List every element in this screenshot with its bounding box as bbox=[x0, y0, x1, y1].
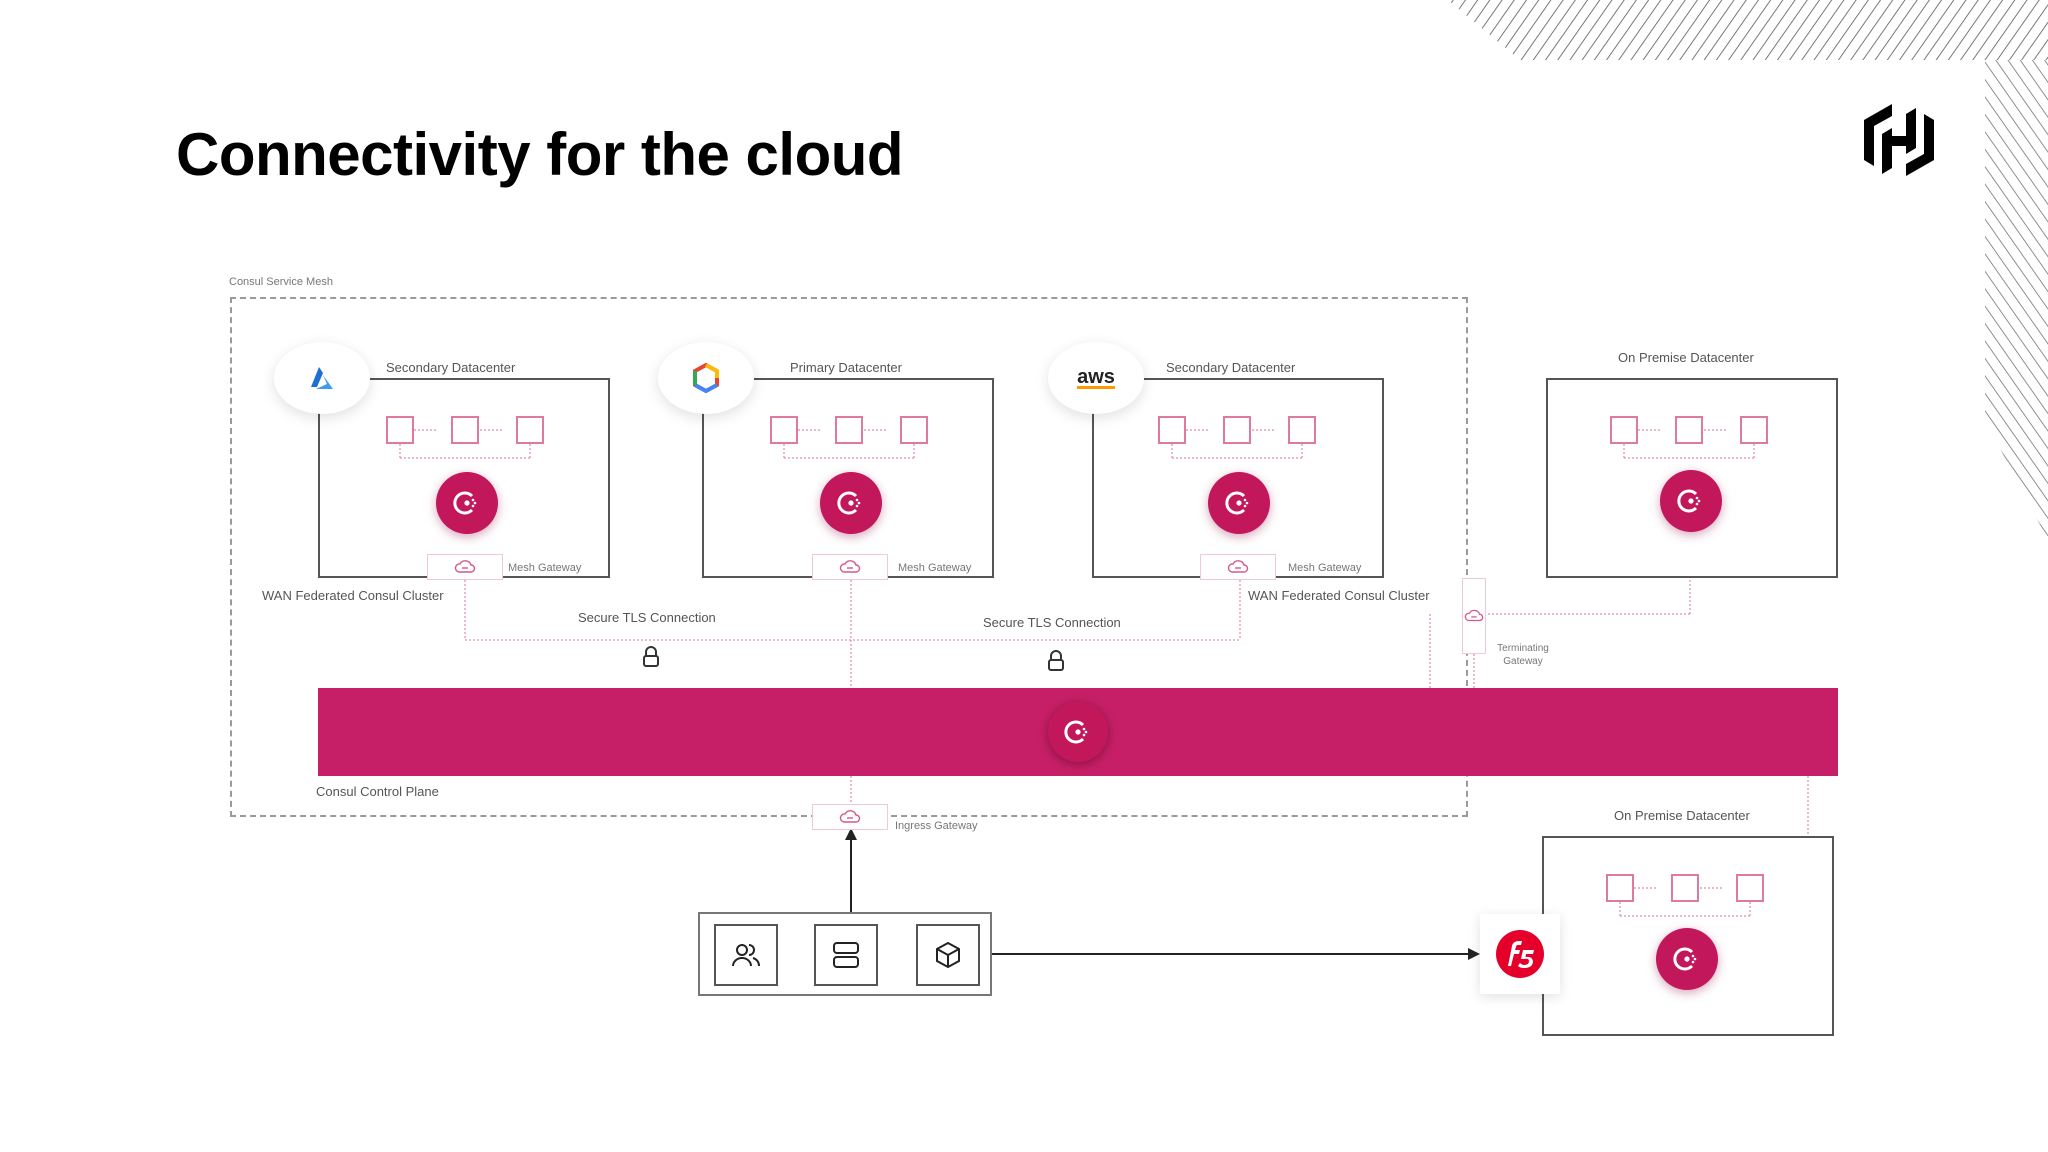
gateway-label: Mesh Gateway bbox=[508, 562, 582, 574]
control-plane-label: Consul Control Plane bbox=[316, 784, 439, 799]
datacenter-label: On Premise Datacenter bbox=[1618, 350, 1754, 365]
service-node bbox=[1736, 874, 1764, 902]
ingress-gateway-label: Ingress Gateway bbox=[895, 820, 978, 832]
datacenter-label: Secondary Datacenter bbox=[1166, 360, 1296, 375]
provider-badge-gcp bbox=[658, 342, 754, 414]
wan-label: WAN Federated Consul Cluster bbox=[1248, 588, 1430, 603]
hashicorp-logo bbox=[1864, 104, 1934, 176]
service-node bbox=[386, 416, 414, 444]
azure-icon bbox=[311, 367, 333, 389]
service-node bbox=[451, 416, 479, 444]
server-client bbox=[814, 924, 878, 986]
slide-title: Connectivity for the cloud bbox=[176, 121, 904, 188]
mesh-gateway bbox=[1200, 554, 1276, 580]
mesh-gateway bbox=[812, 554, 888, 580]
lock-icon bbox=[1048, 650, 1064, 671]
service-node bbox=[1671, 874, 1699, 902]
aws-icon: aws bbox=[1077, 365, 1115, 389]
service-node bbox=[835, 416, 863, 444]
service-node bbox=[770, 416, 798, 444]
server-icon bbox=[833, 942, 859, 968]
datacenter-label: On Premise Datacenter bbox=[1614, 808, 1750, 823]
package-client bbox=[916, 924, 980, 986]
f5-icon bbox=[1496, 930, 1544, 978]
service-node bbox=[900, 416, 928, 444]
tls-label: Secure TLS Connection bbox=[983, 615, 1121, 630]
datacenter-label: Secondary Datacenter bbox=[386, 360, 516, 375]
consul-server-icon bbox=[1656, 928, 1718, 990]
consul-server-icon bbox=[1660, 470, 1722, 532]
provider-badge-azure bbox=[274, 342, 370, 414]
consul-server-icon bbox=[820, 472, 882, 534]
load-balancer bbox=[1480, 914, 1560, 994]
service-node bbox=[1606, 874, 1634, 902]
client-group bbox=[698, 912, 992, 996]
mesh-gateway bbox=[427, 554, 503, 580]
consul-server-icon bbox=[436, 472, 498, 534]
package-icon bbox=[936, 941, 960, 969]
terminating-gateway-label: Terminating Gateway bbox=[1497, 643, 1549, 667]
ingress-gateway bbox=[812, 804, 888, 830]
service-node bbox=[1288, 416, 1316, 444]
google-cloud-icon bbox=[693, 363, 719, 393]
tls-label: Secure TLS Connection bbox=[578, 610, 716, 625]
service-node bbox=[1740, 416, 1768, 444]
consul-server-icon bbox=[1208, 472, 1270, 534]
datacenter-label: Primary Datacenter bbox=[790, 360, 902, 375]
terminating-gateway bbox=[1462, 578, 1486, 654]
gateway-icon bbox=[839, 560, 861, 573]
users-client bbox=[714, 924, 778, 986]
mesh-label: Consul Service Mesh bbox=[229, 276, 333, 288]
gateway-icon bbox=[1227, 560, 1249, 573]
gateway-icon bbox=[1464, 609, 1484, 622]
service-node bbox=[1675, 416, 1703, 444]
gateway-icon bbox=[839, 810, 861, 823]
wan-label: WAN Federated Consul Cluster bbox=[262, 588, 444, 603]
consul-control-plane-icon bbox=[1048, 702, 1108, 762]
service-node bbox=[1223, 416, 1251, 444]
service-node bbox=[516, 416, 544, 444]
provider-badge-aws: aws bbox=[1048, 342, 1144, 414]
service-node bbox=[1158, 416, 1186, 444]
gateway-label: Mesh Gateway bbox=[898, 562, 972, 574]
users-icon bbox=[732, 944, 760, 967]
lock-icon bbox=[643, 646, 659, 667]
gateway-icon bbox=[454, 560, 476, 573]
gateway-label: Mesh Gateway bbox=[1288, 562, 1362, 574]
service-node bbox=[1610, 416, 1638, 444]
